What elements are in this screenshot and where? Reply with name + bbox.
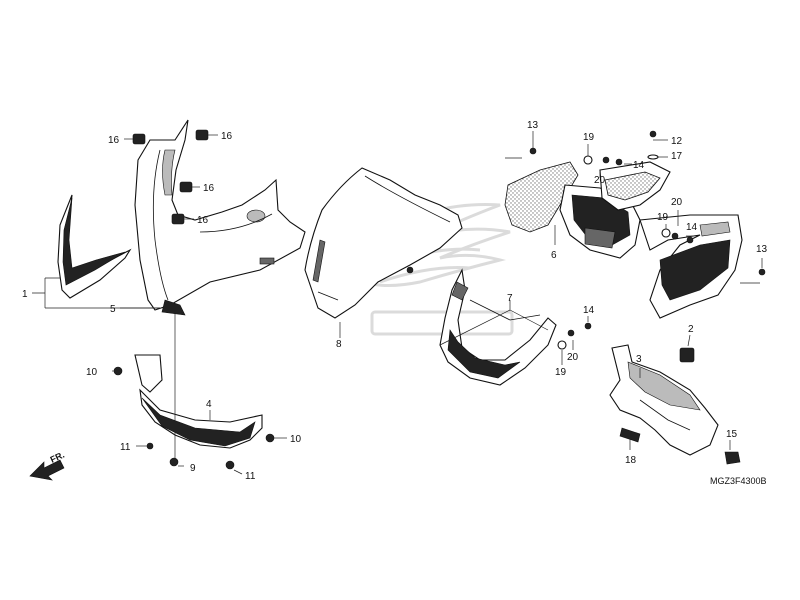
arrow-icon [29,459,65,481]
screw-9 [169,457,179,467]
callout-14-b: 14 [686,222,698,233]
callout-19-c: 19 [555,367,567,378]
callout-labels: 1 2 3 4 5 6 7 8 9 10 10 11 11 12 13 13 1… [22,120,768,482]
callout-6: 6 [551,250,557,261]
callout-2: 2 [688,324,694,335]
fastener-16-a [132,133,146,145]
callout-19-b: 19 [657,212,669,223]
right-side-panel [599,161,766,319]
leader-lines [32,131,763,475]
callout-18: 18 [625,455,637,466]
callout-11-a: 11 [120,442,131,453]
upper-cowl [57,119,306,316]
diagram-reference-code: MGZ3F4300B [710,476,767,486]
callout-9: 9 [190,463,196,474]
bolt-18 [619,427,641,443]
fastener-16-d [171,213,185,225]
callout-11-b: 11 [245,471,256,482]
callout-13-a: 13 [527,120,539,131]
callout-10-a: 10 [86,367,98,378]
callout-15: 15 [726,429,738,440]
callout-17: 17 [671,151,683,162]
callout-3: 3 [636,354,642,365]
callout-13-b: 13 [756,244,768,255]
lower-panel [113,354,275,470]
callout-10-b: 10 [290,434,302,445]
callout-20-a: 20 [594,175,606,186]
callout-5: 5 [110,304,116,315]
callout-8: 8 [336,339,342,350]
callout-4: 4 [206,399,212,410]
callout-19-a: 19 [583,132,595,143]
bolt-10-b [265,433,275,443]
callout-16-b: 16 [221,131,233,142]
callout-14-c: 14 [583,305,595,316]
callout-16-a: 16 [108,135,120,146]
inner-stay [439,268,557,386]
fastener-16-b [195,129,209,141]
callout-16-c: 16 [203,183,215,194]
screw-11-b [225,460,235,470]
callout-12: 12 [671,136,683,147]
direction-label: FR. [49,450,66,465]
callout-20-c: 20 [567,352,579,363]
callout-14-a: 14 [633,160,645,171]
front-direction-arrow: FR. [29,450,66,481]
rubber-grommet-2 [679,347,695,363]
small-hardware [529,130,694,350]
fastener-16-c [179,181,193,193]
callout-7: 7 [507,293,513,304]
callout-20-b: 20 [671,197,683,208]
windscreen [304,167,463,319]
nut-15 [724,451,741,465]
callout-1: 1 [22,289,28,300]
mounting-bracket [609,344,741,465]
callout-16-d: 16 [197,215,209,226]
